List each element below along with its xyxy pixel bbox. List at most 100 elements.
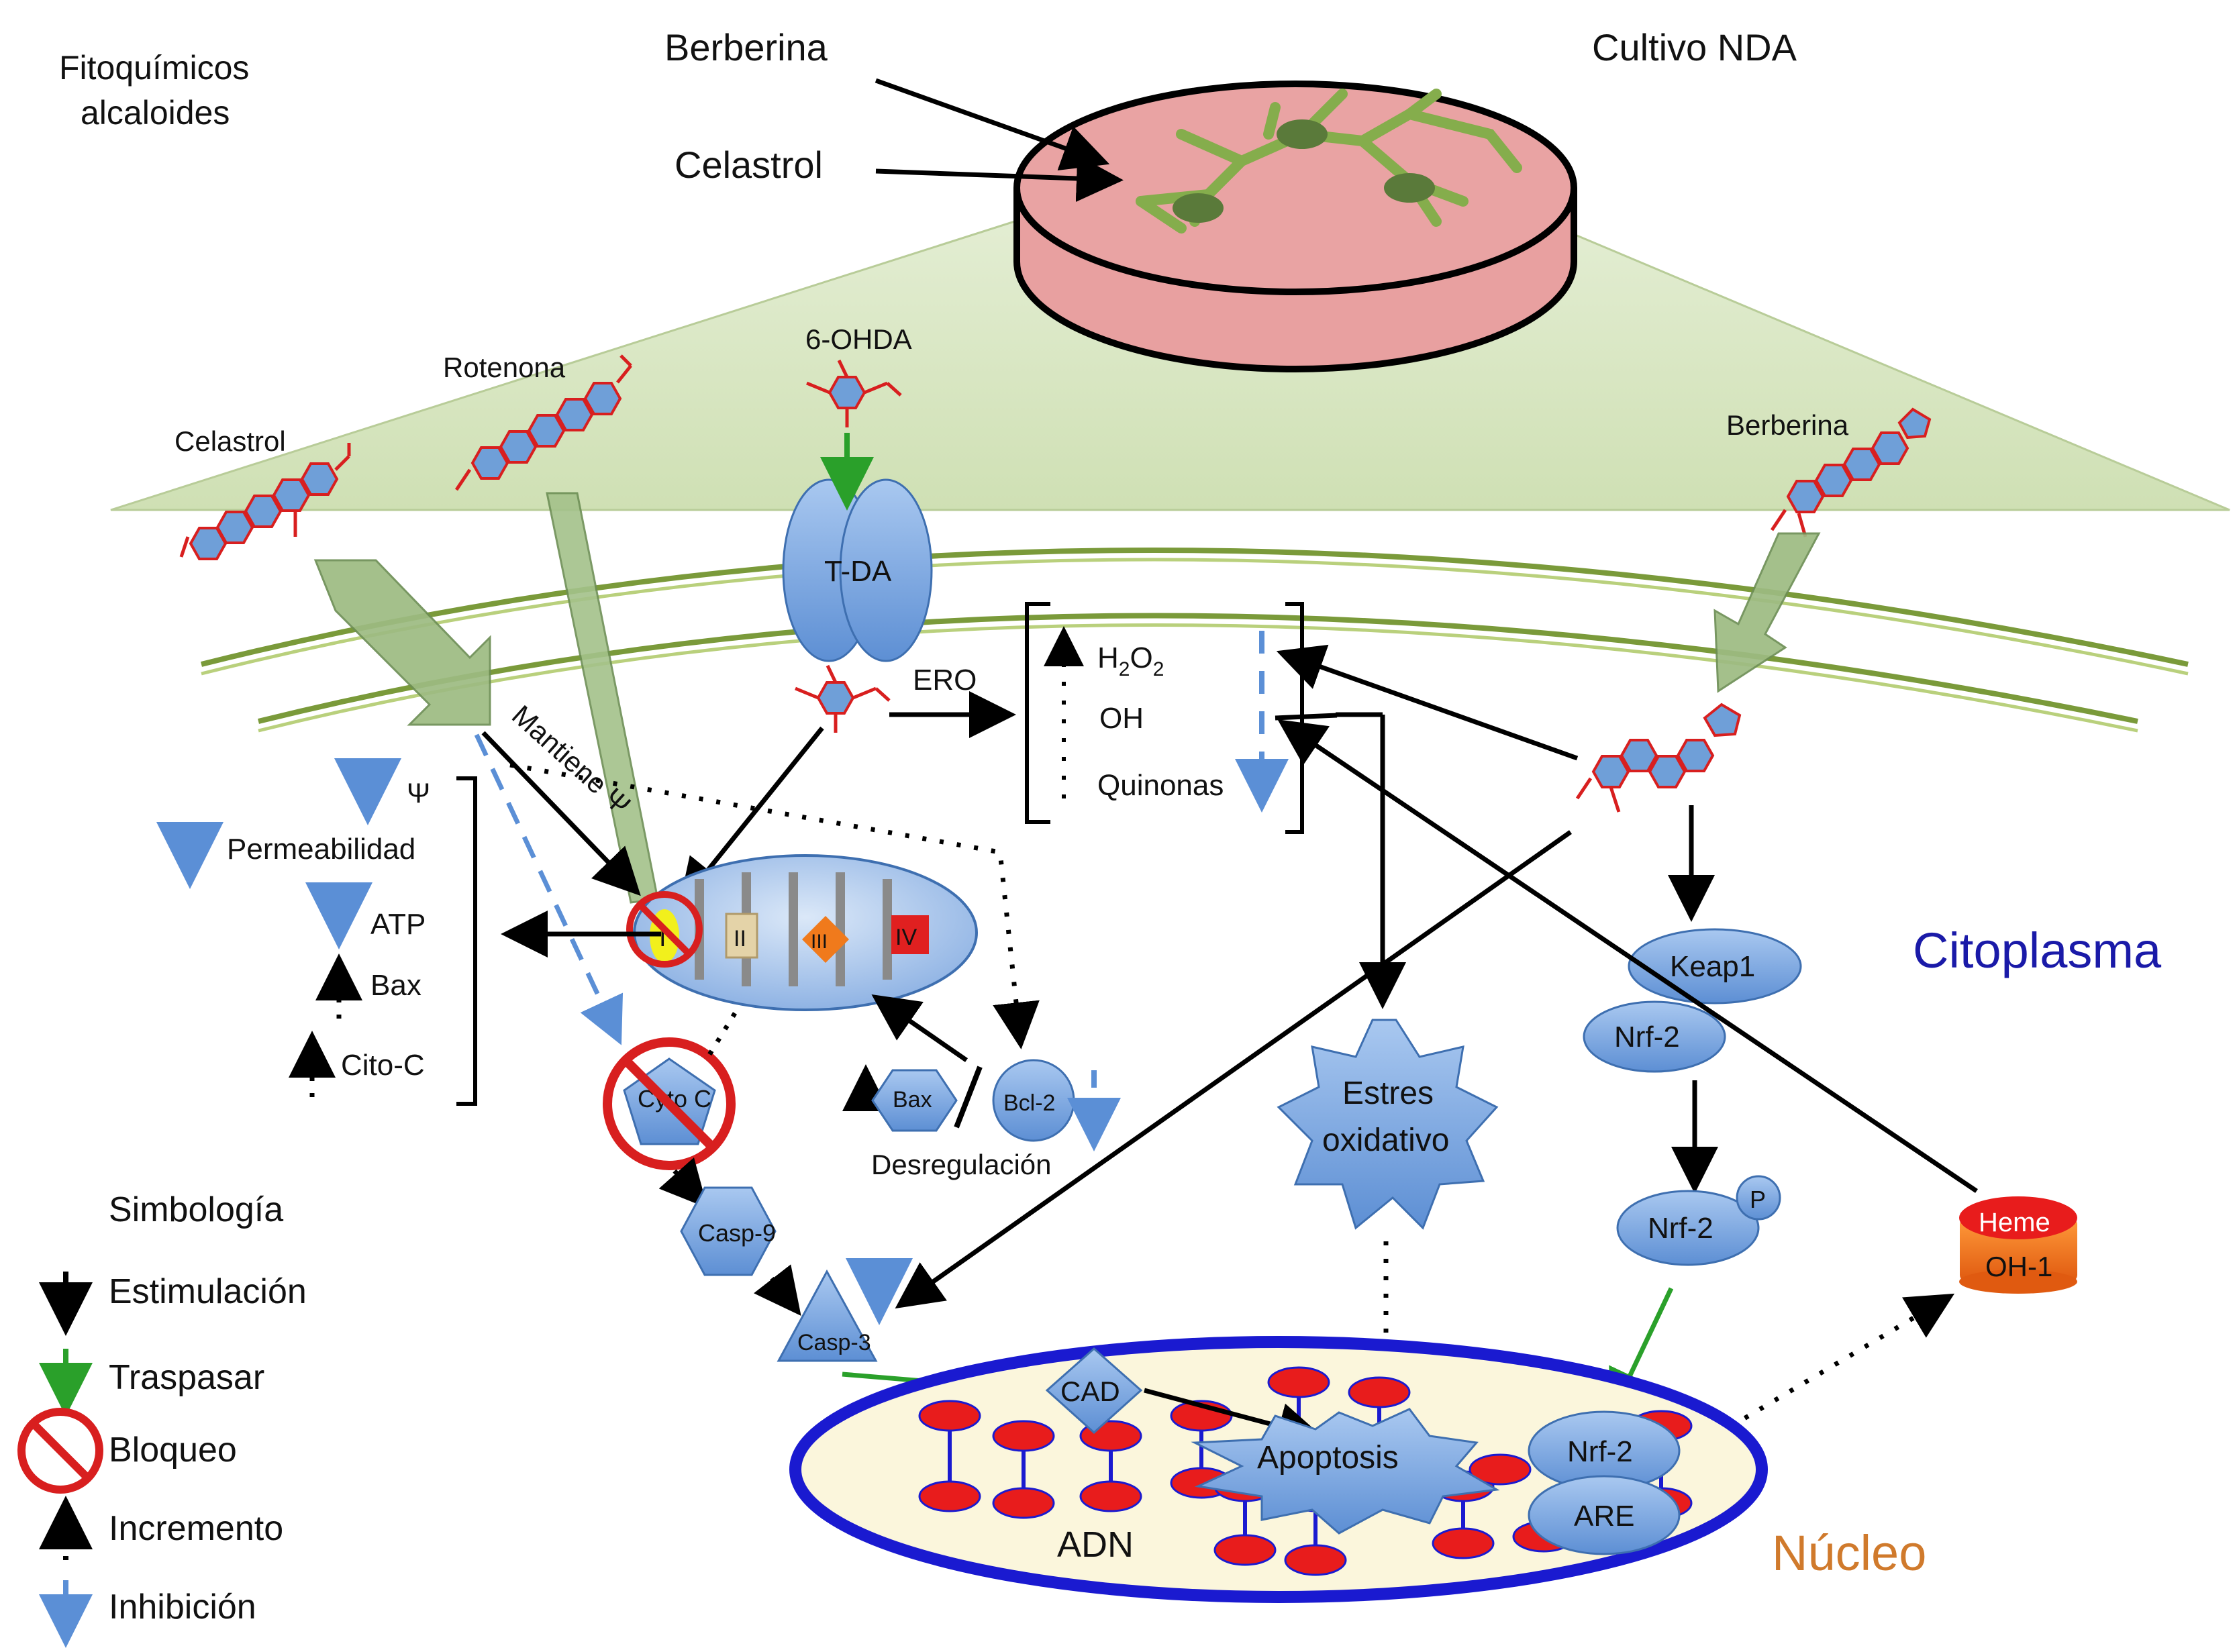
desregulacion-label: Desregulación (871, 1149, 1052, 1180)
casp9-shape (680, 1186, 777, 1276)
outer-membrane-inner (201, 558, 2189, 676)
legend-item-traspasar: Traspasar (39, 1349, 264, 1416)
nrf2-shape (1583, 1000, 1726, 1073)
citoplasma-label: Citoplasma (1913, 923, 2162, 978)
legend-label-inhibicion: Inhibición (109, 1588, 256, 1627)
mito-to-cyto-dotted (706, 1012, 737, 1058)
bax-label: Bax (370, 969, 421, 1002)
cad-shape (1045, 1347, 1143, 1435)
quinonas-label: Quinonas (1097, 769, 1224, 802)
rotenona-entry-bar (546, 492, 659, 904)
stress-line-1: Estres (1342, 1076, 1434, 1111)
oh1-label: OH-1 (1985, 1251, 2052, 1282)
are-shape (1528, 1475, 1681, 1555)
phosphate-shape (1736, 1175, 1781, 1221)
complex-i-block-slash (636, 901, 693, 958)
berberina-inner-molecule (1575, 703, 1742, 813)
bax-bcl2-separator (954, 1066, 983, 1129)
berberina-to-casp3-arrow (895, 830, 1573, 1309)
inner-membrane (258, 613, 2138, 724)
apoptosis-star (1191, 1408, 1500, 1535)
compound-berberina-label: Berberina (1726, 409, 1849, 441)
transporter-label: T-DA (824, 555, 892, 588)
heme-to-oh-arrow (1277, 719, 1978, 1193)
ros-bracket-left (1025, 602, 1050, 824)
celastrol-to-dish-arrow (875, 154, 1124, 202)
inner-membrane-inner (258, 623, 2138, 733)
nrf2p-shape (1616, 1190, 1760, 1266)
are-label: ARE (1574, 1500, 1634, 1533)
legend-label-incremento: Incremento (109, 1509, 283, 1548)
celastrol-entry-arrow (313, 559, 491, 726)
bcl2-label: Bcl-2 (1003, 1090, 1055, 1116)
oxidative-stress-star (1277, 1019, 1499, 1230)
phosphate-label: P (1750, 1186, 1766, 1213)
complex-iv-shape (891, 915, 929, 954)
h2o2-label: H2O2 (1097, 641, 1164, 680)
culture-celastrol-label: Celastrol (675, 144, 823, 186)
cito-c-label: Cito-C (341, 1049, 425, 1082)
nrf2-nucleus-label: Nrf-2 (1567, 1435, 1633, 1468)
apoptosis-label: Apoptosis (1257, 1440, 1399, 1476)
heme-label: Heme (1979, 1208, 2050, 1237)
cad-label: CAD (1060, 1376, 1120, 1407)
nrf2-label: Nrf-2 (1614, 1021, 1680, 1053)
casp9-label: Casp-9 (698, 1219, 776, 1247)
legend-item-estimulacion: Estimulación (39, 1272, 307, 1336)
legend-label-bloqueo: Bloqueo (109, 1431, 237, 1469)
petri-dish (1013, 81, 1577, 372)
bax-node-label: Bax (893, 1087, 932, 1113)
mitochondria (633, 854, 978, 1011)
casp3-label: Casp-3 (797, 1330, 871, 1355)
compound-6ohda-label: 6-OHDA (805, 323, 912, 355)
compound-celastrol-label: Celastrol (175, 425, 286, 457)
da-transporter (782, 478, 933, 662)
celastrol-molecule (179, 443, 351, 560)
stress-line-2: oxidativo (1322, 1123, 1449, 1158)
culture-label: Cultivo NDA (1592, 26, 1797, 68)
nucleo-label: Núcleo (1772, 1525, 1926, 1581)
mantiene-psi-arrow (481, 731, 641, 896)
complex-iv-label: IV (895, 925, 917, 950)
complex-iii-label: III (811, 931, 828, 953)
berberina-to-dish-arrow (875, 78, 1110, 171)
complex-ii-shape (725, 913, 758, 959)
culture-berberina-label: Berberina (664, 26, 828, 68)
effects-bracket (456, 776, 477, 1106)
complex-i-block-icon (626, 891, 703, 968)
cyto-c-block-slash (622, 1057, 716, 1151)
bcl2-to-mito-arrow (871, 994, 968, 1062)
berberina-inner-pentagon (1703, 703, 1742, 737)
atp-label: ATP (370, 908, 426, 941)
heme-cap (1959, 1196, 2077, 1239)
adn-label: ADN (1057, 1525, 1134, 1565)
legend-item-incremento: Incremento (38, 1496, 283, 1560)
berberina-to-h2o2-arrow (1276, 644, 1579, 761)
oh-label: OH (1099, 702, 1144, 735)
berberina-entry-arrow (1713, 532, 1821, 693)
complex-ii-label: II (734, 926, 746, 951)
rotenona-molecule (454, 354, 632, 491)
psi-label: Ψ (407, 777, 430, 809)
ros-molecule (795, 666, 889, 733)
complex-iii-shape (802, 916, 849, 963)
compound-rotenona-label: Rotenona (443, 352, 566, 383)
celastrol-dashed-arrow (474, 733, 624, 1045)
legend-title: Simbología (109, 1190, 283, 1229)
keap1-label: Keap1 (1670, 950, 1755, 983)
nucleus-to-heme-dotted (1713, 1293, 1955, 1439)
permeabilidad-label: Permeabilidad (227, 833, 415, 866)
nrf2p-label: Nrf-2 (1648, 1212, 1713, 1245)
title-line-2: alcaloides (81, 94, 230, 132)
legend-item-inhibicion: Inhibición (39, 1580, 256, 1648)
complex-i-label: I (659, 924, 666, 952)
legend-item-bloqueo: Bloqueo (17, 1408, 237, 1494)
prohibition-icon (17, 1408, 103, 1494)
ros-label: ERO (913, 664, 977, 696)
stress-line-join (1275, 713, 1338, 721)
bax-shape (871, 1069, 958, 1132)
title-line-1: Fitoquímicos (59, 49, 249, 87)
casp9-to-casp3-arrow (753, 1264, 801, 1317)
legend-label-estimulacion: Estimulación (109, 1272, 307, 1311)
